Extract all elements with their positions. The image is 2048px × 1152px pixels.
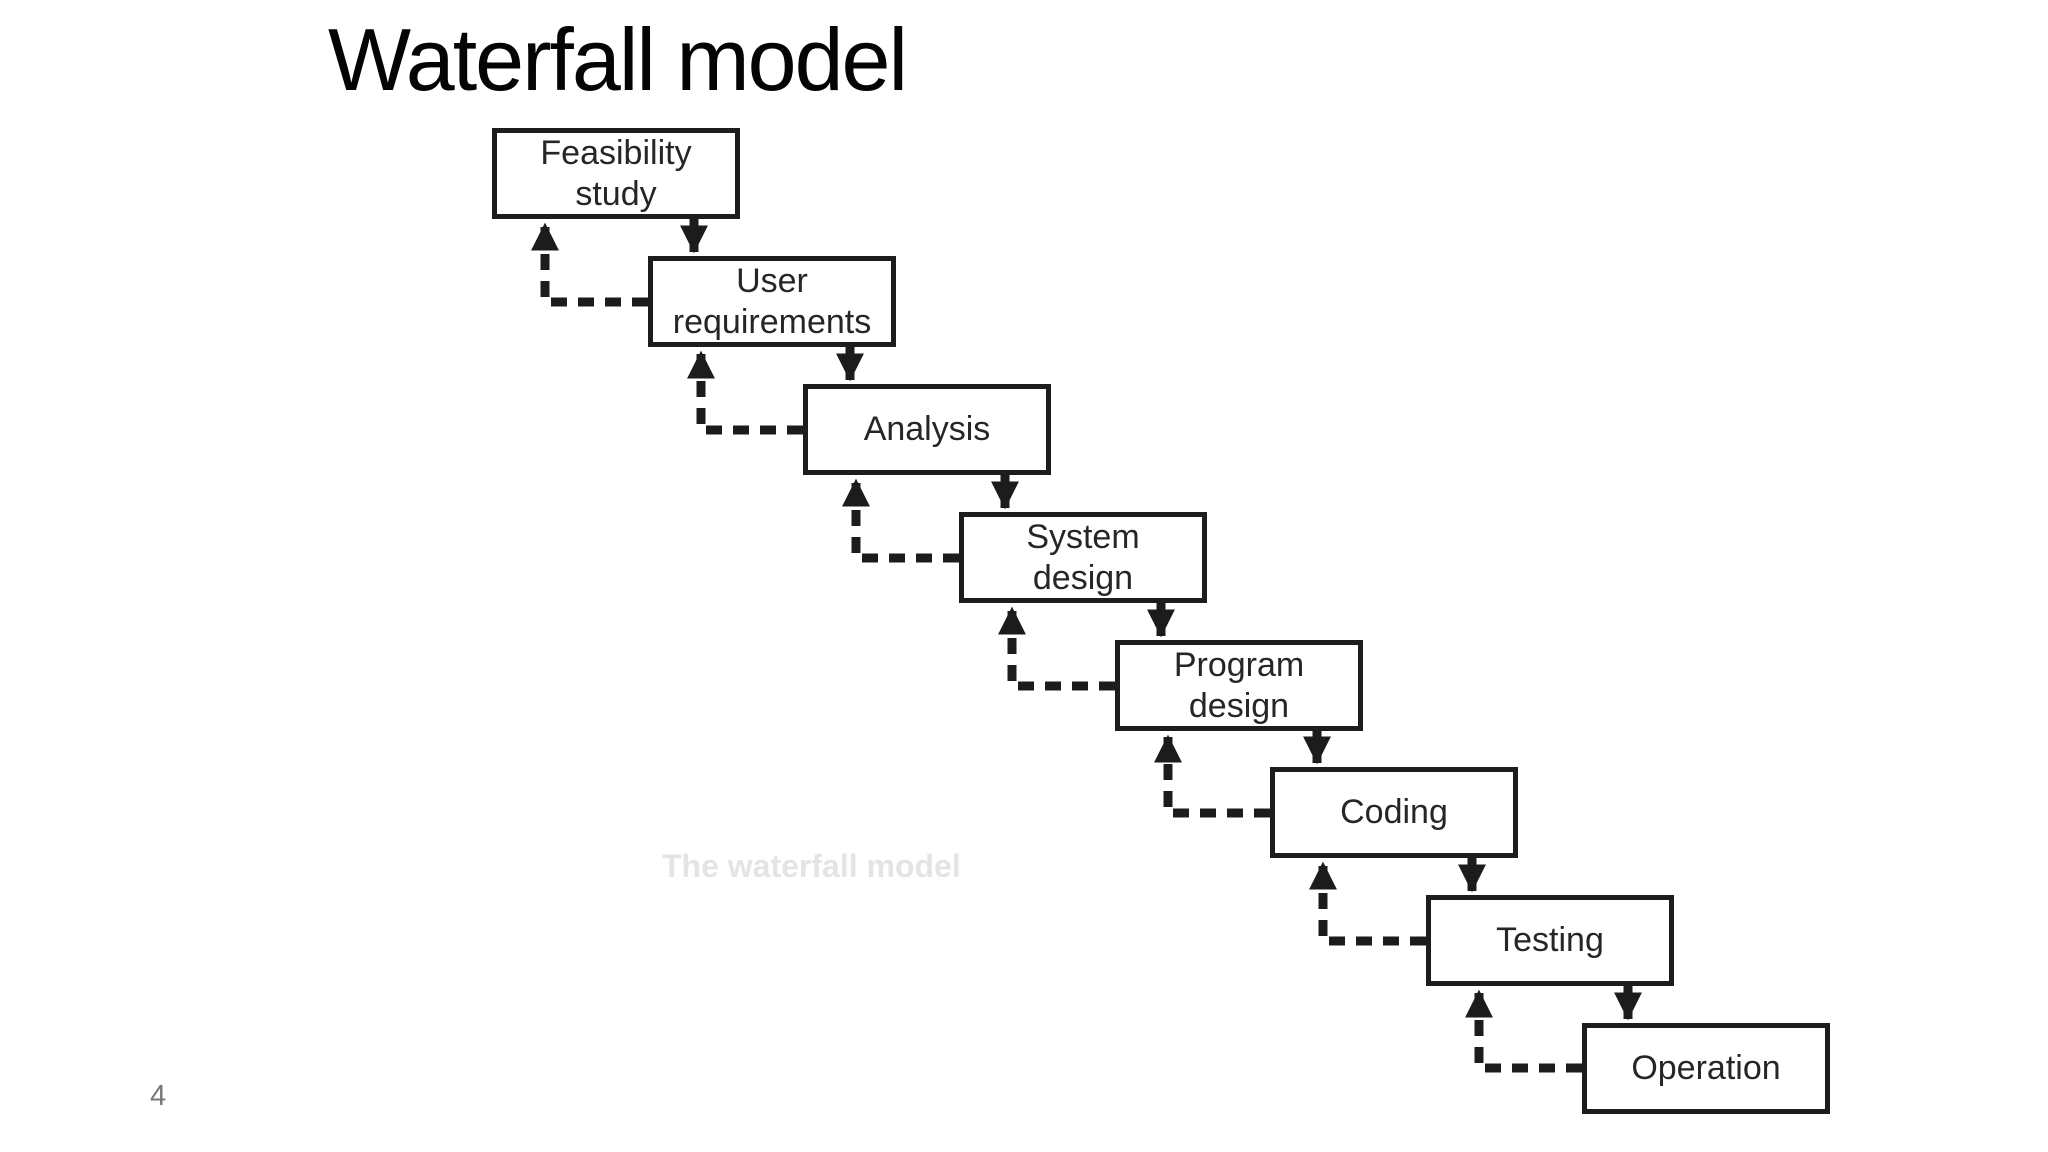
stage-label: Program design xyxy=(1173,646,1305,725)
stage-label: Analysis xyxy=(863,410,991,449)
stage-box-feasibility-study: Feasibility study xyxy=(492,128,740,219)
stage-label: System design xyxy=(1026,518,1140,597)
stage-label: Testing xyxy=(1496,921,1604,960)
feedback-arrow-1 xyxy=(687,350,803,435)
stage-label: User requirements xyxy=(672,262,872,341)
stage-box-operation: Operation xyxy=(1582,1023,1830,1114)
stage-label: Coding xyxy=(1340,793,1448,832)
feedback-arrow-6 xyxy=(1465,989,1582,1073)
stage-box-coding: Coding xyxy=(1270,767,1518,858)
slide-title: Waterfall model xyxy=(328,10,908,109)
page-number: 4 xyxy=(150,1080,167,1112)
feedback-arrow-3 xyxy=(998,606,1115,691)
stage-label: Operation xyxy=(1631,1049,1781,1088)
feedback-arrow-4 xyxy=(1154,734,1270,818)
feedback-arrow-2 xyxy=(842,478,959,563)
stage-label: Feasibility study xyxy=(540,134,692,213)
stage-box-analysis: Analysis xyxy=(803,384,1051,475)
feedback-arrow-0 xyxy=(531,222,648,307)
stage-box-testing: Testing xyxy=(1426,895,1674,986)
feedback-arrow-5 xyxy=(1309,861,1426,946)
watermark-text: The waterfall model xyxy=(662,848,961,884)
stage-box-user-requirements: User requirements xyxy=(648,256,896,347)
stage-box-program-design: Program design xyxy=(1115,640,1363,731)
stage-box-system-design: System design xyxy=(959,512,1207,603)
